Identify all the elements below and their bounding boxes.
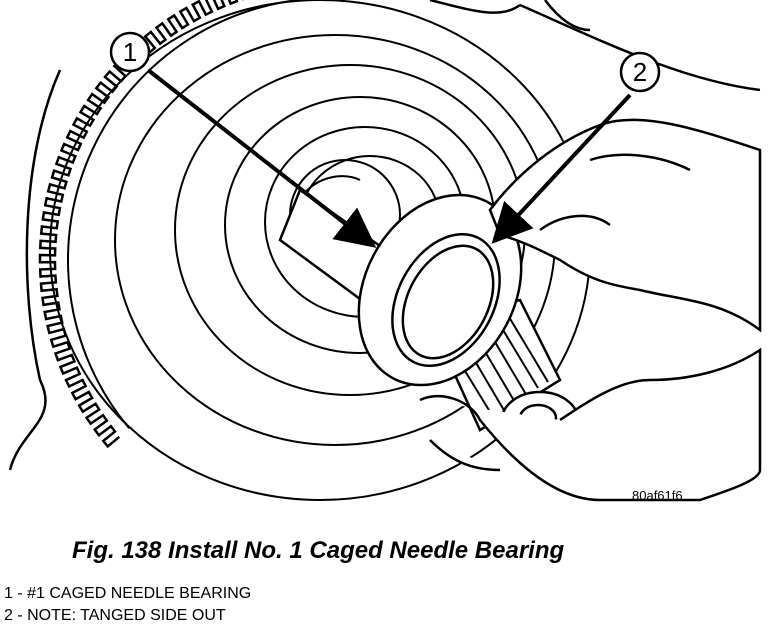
callout-2-number: 2 xyxy=(633,57,647,87)
legend-item-2: 2 - NOTE: TANGED SIDE OUT xyxy=(4,607,226,624)
bearing-installation-illustration: 1 2 xyxy=(8,0,762,502)
callout-1: 1 xyxy=(109,31,151,73)
callout-1-number: 1 xyxy=(123,37,137,67)
ring-gear-teeth xyxy=(38,0,309,449)
figure-caption: Fig. 138 Install No. 1 Caged Needle Bear… xyxy=(72,537,565,564)
leader-arrow-1 xyxy=(146,68,377,248)
ring-gear-tooth-profile xyxy=(38,0,245,449)
figure-id: 80af61f6 xyxy=(632,488,683,503)
leader-arrow-2 xyxy=(491,93,632,244)
caged-needle-bearing xyxy=(357,193,523,387)
ring-gear-inner-edge xyxy=(67,0,309,430)
legend: 1 - #1 CAGED NEEDLE BEARING 2 - NOTE: TA… xyxy=(4,583,251,627)
leader-arrows xyxy=(146,68,632,248)
legend-item-1: 1 - #1 CAGED NEEDLE BEARING xyxy=(4,585,252,602)
callout-2: 2 xyxy=(619,51,661,93)
